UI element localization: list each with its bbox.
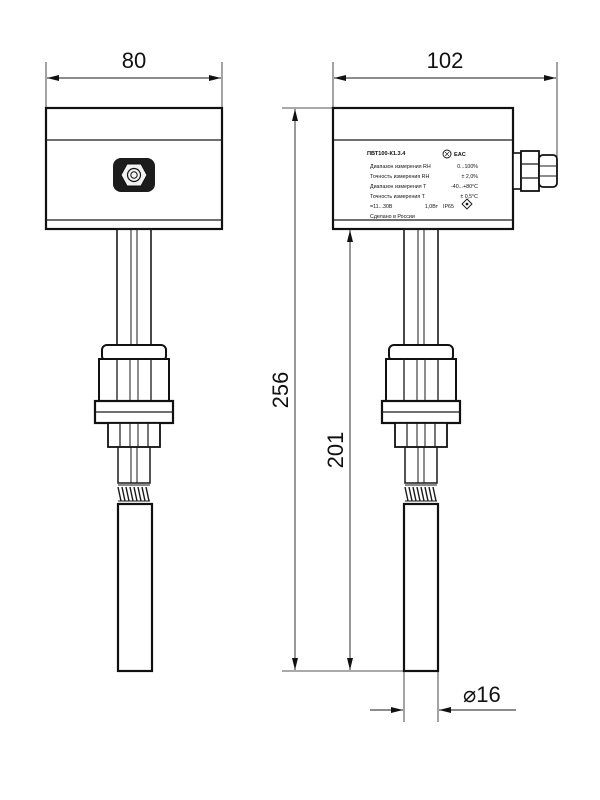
eac-mark-label: EAC: [454, 152, 466, 158]
nameplate-row-value: 0...100%: [457, 164, 478, 170]
nameplate-row-value: 1,0Вт: [425, 204, 439, 210]
probe-length-label: 201: [323, 432, 348, 469]
nameplate-row-label: Точность измерения T: [370, 194, 426, 200]
front-gland-nut: [113, 158, 155, 192]
side-fitting: [380, 344, 462, 448]
front-view: 80: [44, 48, 224, 673]
side-view: 102 256 201: [268, 48, 558, 722]
nameplate-row-label: Диапазон измерения RH: [370, 164, 431, 170]
front-tube: [116, 228, 152, 348]
nameplate-row-value: ± 2,0%: [462, 174, 479, 180]
front-lower-tube: [117, 446, 151, 502]
nameplate-ip-rating: IP65: [443, 204, 454, 210]
side-width-label: 102: [427, 48, 464, 73]
total-height-label: 256: [268, 372, 293, 409]
nameplate-row-label: Точность измерения RH: [370, 174, 430, 180]
diameter-label: ⌀16: [463, 682, 501, 707]
side-probe: [402, 502, 440, 673]
dimension-side-width: 102: [332, 48, 558, 160]
nameplate-footer: Сделано в России: [370, 214, 415, 220]
nameplate-row-label: =11...30В: [370, 204, 393, 210]
nameplate-row-label: Диапазон измерения T: [370, 184, 427, 190]
nameplate-row-value: ± 0,5°С: [460, 194, 478, 200]
nameplate-row-value: -40...+80°С: [451, 184, 478, 190]
side-tube: [403, 228, 439, 348]
front-probe: [116, 502, 154, 673]
side-lower-tube: [404, 446, 438, 502]
dimension-front-width: 80: [45, 48, 223, 108]
dimension-probe-length: 201: [323, 228, 404, 670]
eac-mark: EAC: [442, 149, 466, 159]
front-width-label: 80: [122, 48, 146, 73]
dimension-total-height: 256: [268, 107, 404, 672]
diamond-icon: [461, 198, 473, 210]
nameplate-model: ПВТ100-К1.3.4: [367, 151, 406, 157]
nameplate: ПВТ100-К1.3.4 EAC Диапазон измерения RH …: [367, 149, 479, 220]
side-cable-gland: [512, 150, 558, 192]
dimension-diameter: ⌀16: [370, 672, 516, 722]
front-fitting: [93, 344, 175, 448]
